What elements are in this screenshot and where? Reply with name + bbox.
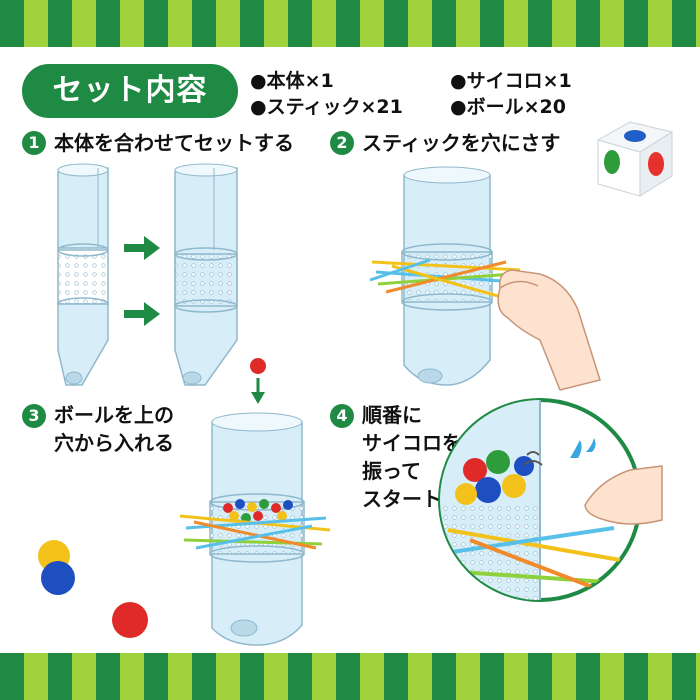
tube-assembled — [174, 163, 238, 386]
contents-heading: セット内容 — [22, 64, 238, 118]
ball-drop-indicator — [250, 358, 266, 404]
step-3-number: 3 — [22, 404, 46, 428]
contents-item-sticks: ●スティック×21 — [250, 96, 403, 118]
step-2-title: スティックを穴にさす — [362, 131, 561, 155]
step-3-title-line1: ボールを上の — [54, 403, 174, 427]
contents-item-body: ●本体×1 — [250, 70, 334, 92]
tube-upper-part-separated — [57, 163, 109, 311]
contents-item-dice: ●サイコロ×1 — [450, 70, 572, 92]
zoom-circle-closeup — [438, 398, 663, 602]
step-4-title-line3: 振って — [362, 459, 421, 483]
step-4-title-line2: サイコロを — [362, 431, 462, 455]
step-4-title-line1: 順番に — [362, 403, 422, 427]
tube-lower-part-separated — [57, 303, 109, 386]
step-4-number: 4 — [330, 404, 354, 428]
step-1-number: 1 — [22, 131, 46, 155]
tube-with-sticks — [369, 166, 521, 386]
contents-item-balls: ●ボール×20 — [450, 96, 566, 118]
tube-with-balls — [179, 412, 331, 646]
hand-icon — [497, 269, 601, 391]
loose-balls — [38, 540, 148, 638]
arrow-right-icon — [124, 236, 160, 326]
top-stripe-border — [0, 0, 700, 47]
step-2-number: 2 — [330, 131, 354, 155]
die-icon — [596, 121, 674, 197]
step-3-title-line2: 穴から入れる — [54, 431, 174, 455]
step-1-title: 本体を合わせてセットする — [54, 131, 294, 155]
bottom-stripe-border — [0, 653, 700, 700]
